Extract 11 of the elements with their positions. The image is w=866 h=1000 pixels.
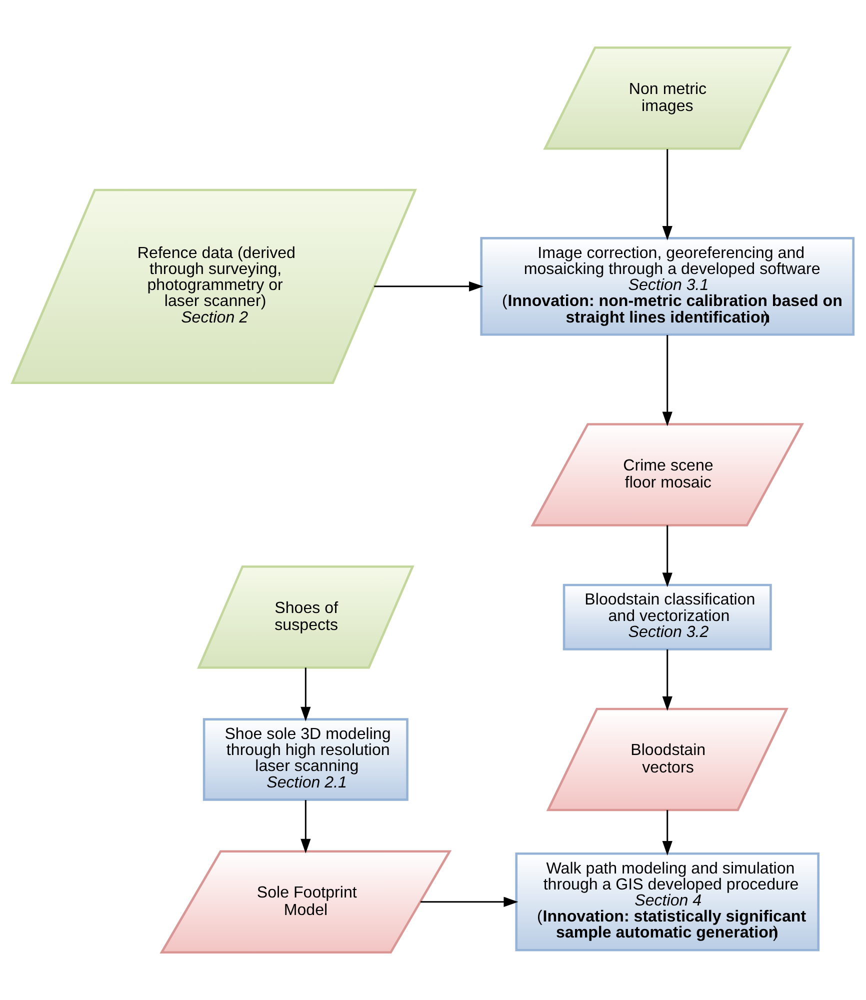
- arrow: [662, 149, 672, 240]
- arrow: [420, 896, 518, 907]
- arrow: [662, 525, 672, 588]
- arrow: [662, 335, 672, 426]
- node-box: Bloodstain classification and vectorization Section 3.2: [562, 584, 772, 650]
- arrow: [300, 800, 311, 854]
- arrow: [374, 281, 484, 292]
- node-box: Shoe sole 3D modeling through high resolution laser scanning Section 2.1: [202, 718, 408, 801]
- arrow: [662, 810, 672, 856]
- arrow: [300, 668, 311, 722]
- arrow: [662, 649, 672, 711]
